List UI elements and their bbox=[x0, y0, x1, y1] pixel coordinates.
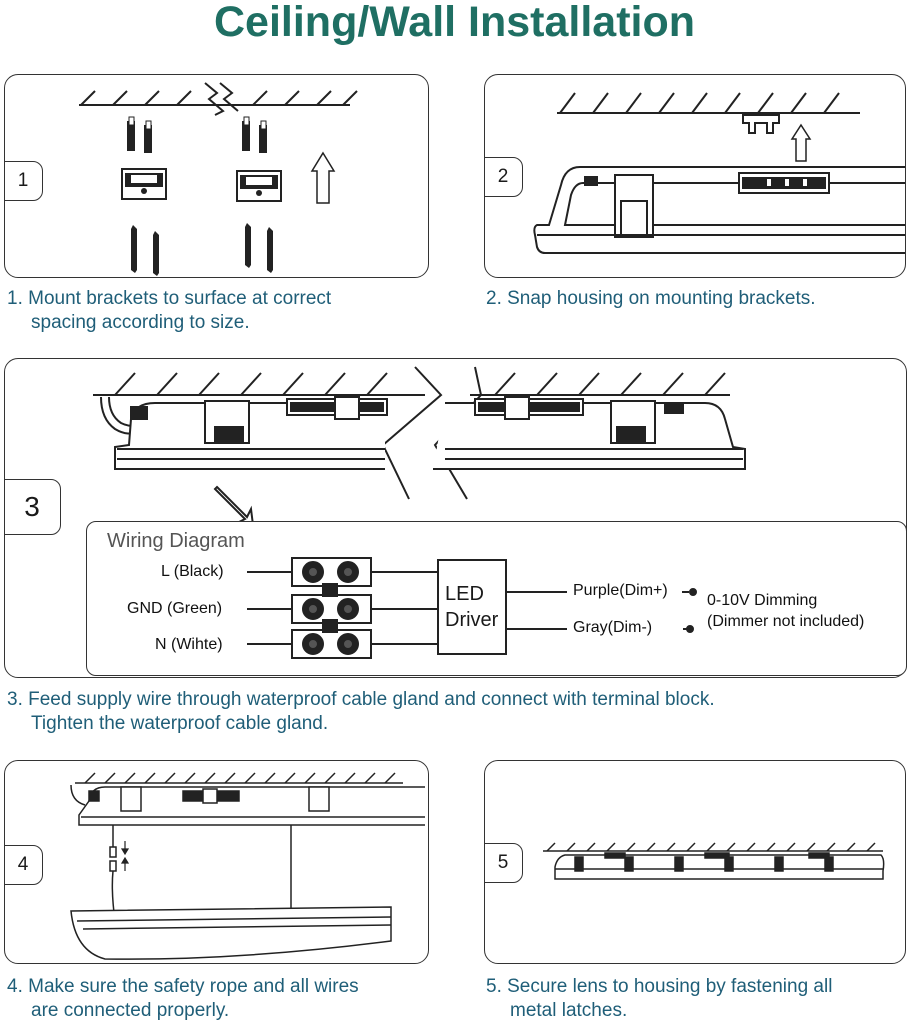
wire-label-gnd: GND (Green) bbox=[127, 600, 223, 617]
step-3-number: 3 bbox=[5, 479, 61, 535]
fasten-latches-illustration bbox=[543, 842, 885, 880]
snap-housing-illustration bbox=[533, 92, 905, 254]
step-5-panel: 5 bbox=[484, 760, 906, 964]
step-1-caption: 1. Mount brackets to surface at correct … bbox=[7, 288, 332, 333]
step-4-caption: 4. Make sure the safety rope and all wir… bbox=[7, 976, 359, 1021]
down-right-arrow-icon bbox=[213, 485, 255, 527]
step-2-panel: 2 bbox=[484, 74, 906, 278]
break-mark-icon bbox=[204, 82, 225, 116]
housing-end bbox=[533, 166, 905, 254]
wiring-diagram-title: Wiring Diagram bbox=[107, 530, 245, 552]
left-bracket-set bbox=[121, 116, 167, 276]
right-bracket-set bbox=[236, 116, 282, 273]
lens-diffuser bbox=[70, 906, 392, 960]
feed-wire-illustration bbox=[93, 366, 746, 527]
step-1-panel: 1 bbox=[4, 74, 429, 278]
wiring-diagram: Wiring Diagram bbox=[86, 521, 907, 676]
step-5-number: 5 bbox=[485, 843, 523, 883]
break-mark-icon bbox=[381, 366, 443, 500]
wire-label-purple: Purple(Dim+) bbox=[573, 582, 668, 599]
step-2-number: 2 bbox=[485, 157, 523, 197]
page-title: Ceiling/Wall Installation bbox=[214, 0, 695, 46]
step-2-caption: 2. Snap housing on mounting brackets. bbox=[486, 288, 816, 309]
step-4-panel: 4 bbox=[4, 760, 429, 964]
wire-label-l: L (Black) bbox=[161, 563, 224, 580]
wire-label-gray: Gray(Dim-) bbox=[573, 619, 653, 636]
mounting-bracket bbox=[742, 114, 780, 134]
housing-top bbox=[70, 784, 425, 826]
fixture-left bbox=[100, 396, 388, 470]
step-4-number: 4 bbox=[5, 845, 43, 885]
up-arrow-icon bbox=[790, 123, 812, 162]
up-arrow-icon bbox=[310, 151, 336, 204]
bracket-mounting-illustration bbox=[79, 82, 358, 276]
step-1-number: 1 bbox=[5, 161, 43, 201]
wires-and-rope bbox=[109, 825, 292, 922]
down-arrow-icon bbox=[120, 841, 130, 871]
safety-rope-illustration bbox=[70, 772, 425, 960]
dimming-note: 0-10V Dimming (Dimmer not included) bbox=[707, 592, 865, 630]
led-driver-box: LED Driver bbox=[437, 559, 507, 655]
wiring-lines bbox=[247, 557, 697, 659]
fixture-right bbox=[433, 396, 746, 470]
sealed-fixture bbox=[554, 852, 885, 880]
terminal-block bbox=[291, 557, 372, 659]
step-3-caption: 3. Feed supply wire through waterproof c… bbox=[7, 689, 715, 734]
wire-label-n: N (Wihte) bbox=[155, 636, 223, 653]
step-5-caption: 5. Secure lens to housing by fastening a… bbox=[486, 976, 833, 1021]
